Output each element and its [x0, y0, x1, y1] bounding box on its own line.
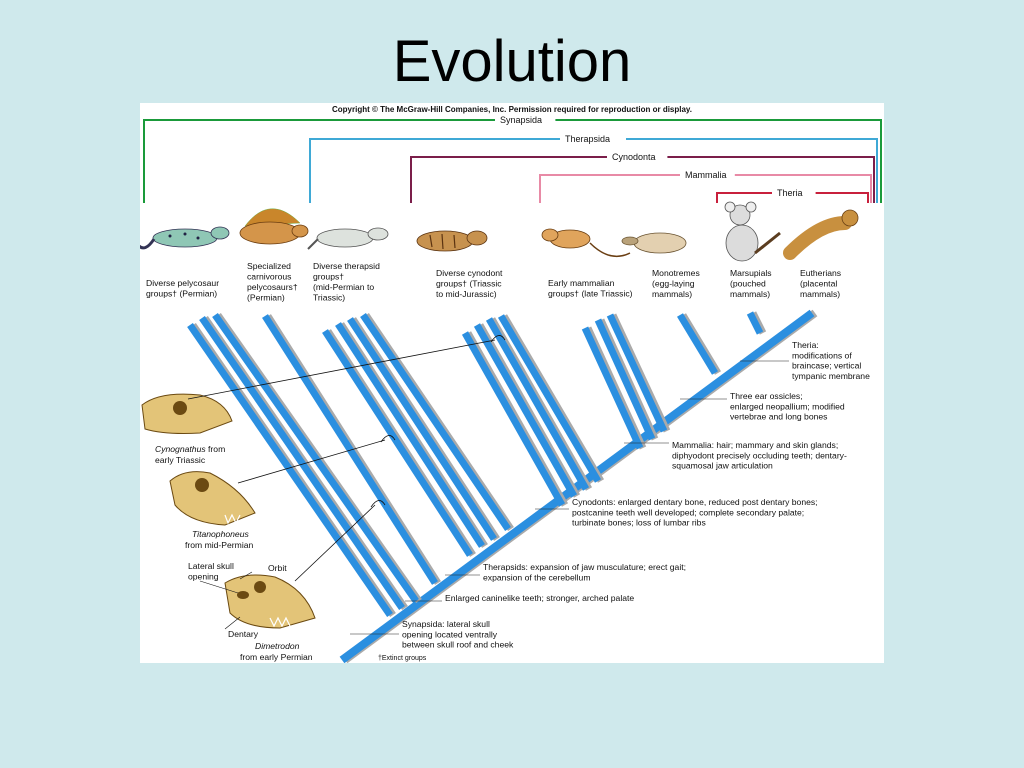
- cynognathus-skull: [141, 393, 233, 434]
- skull-label-orbit: Orbit: [268, 563, 287, 573]
- clade-label-bg: [772, 187, 816, 198]
- lineage-branch-16: [677, 313, 718, 375]
- skull-label-dentary: Dentary: [228, 629, 259, 639]
- platypus-illustration: [621, 232, 687, 254]
- skull-pointers: [187, 335, 506, 630]
- character-label-2: Three ear ossicles;enlarged neopallium; …: [730, 391, 845, 422]
- clade-label-bg: [560, 133, 626, 144]
- clade-label-therapsida: Therapsida: [565, 134, 610, 144]
- animal-illustrations: [140, 201, 859, 262]
- copyright-notice: Copyright © The McGraw-Hill Companies, I…: [331, 105, 693, 114]
- character-label-3: Mammalia: hair; mammary and skin glands;…: [672, 440, 847, 471]
- clade-label-bg: [680, 169, 735, 180]
- lineage-branch-15: [606, 313, 668, 433]
- clade-label-bg: [607, 151, 668, 162]
- character-label-6: Enlarged caninelike teeth; stronger, arc…: [445, 593, 634, 603]
- clade-label-bg: [495, 114, 556, 125]
- skull-illustrations: [141, 393, 316, 629]
- skull-caption-dimetrodon: from early Permian: [240, 652, 313, 662]
- character-label-5: Therapsids: expansion of jaw musculature…: [483, 562, 686, 582]
- skull-caption-cynognathus: Cynognathus from: [155, 444, 225, 454]
- lineage-branch-3: [212, 312, 419, 604]
- dimetrodon-skull: [224, 574, 316, 629]
- lineage-branch-8: [360, 313, 511, 531]
- skull-label-leader-2: [224, 616, 241, 630]
- skull-name-titanophoneus: Titanophoneus: [192, 529, 249, 539]
- pelycosaur-illustration: [140, 226, 230, 250]
- lineage-branch-17: [746, 311, 764, 335]
- clade-brackets: SynapsidaTherapsidaCynodontaMammaliaTher…: [143, 114, 882, 203]
- skull-name-dimetrodon: Dimetrodon: [255, 641, 300, 651]
- cladogram-svg: SynapsidaTherapsidaCynodontaMammaliaTher…: [140, 114, 882, 663]
- therapsid-illustration: [307, 227, 389, 250]
- footnote: †Extinct groups: [378, 655, 427, 662]
- lineage-branch-9: [461, 331, 566, 507]
- skull-label-leader-1: [239, 571, 253, 580]
- character-label-4: Cynodonts: enlarged dentary bone, reduce…: [572, 497, 818, 528]
- ferret-illustration: [783, 209, 859, 260]
- clade-bracket-synapsida: [143, 119, 882, 203]
- skull-caption-cynognathus-2: early Triassic: [155, 455, 206, 465]
- lineage-branch-14: [594, 318, 656, 441]
- main-trunk: [339, 309, 815, 663]
- lineage-branch-6: [335, 322, 485, 548]
- lineage-branch-10: [473, 323, 578, 498]
- clade-label-synapsida: Synapsida: [500, 115, 542, 125]
- skull-pointer-1: [187, 339, 496, 400]
- lineage-branch-11: [485, 317, 590, 491]
- dimetrodon-illustration: [239, 208, 309, 245]
- clade-label-mammalia: Mammalia: [685, 170, 727, 180]
- skull-pointer-3: [294, 504, 376, 582]
- koala-illustration: [724, 201, 781, 262]
- lineage-branch-13: [581, 326, 644, 450]
- cynodont-illustration: [416, 230, 488, 252]
- lineage-branch-2: [199, 316, 405, 610]
- lineage-branch-7: [347, 317, 497, 541]
- skull-label-leader-3: [199, 580, 239, 594]
- lineage-branch-4: [262, 314, 438, 585]
- clade-label-cynodonta: Cynodonta: [612, 152, 656, 162]
- skull-pointer-2: [237, 439, 386, 484]
- skull-caption-titanophoneus: from mid-Permian: [185, 540, 254, 550]
- skull-pointer-hook-2: [380, 435, 396, 443]
- slide-title: Evolution: [392, 29, 632, 94]
- clade-label-theria: Theria: [777, 188, 803, 198]
- titanophoneus-skull: [169, 471, 256, 526]
- skull-pointer-hook-1: [490, 335, 506, 343]
- early-mammal-illustration: [541, 228, 631, 258]
- lineage-branch-12: [497, 314, 602, 483]
- skull-pointer-hook-3: [370, 500, 386, 508]
- lineage-branch-1: [187, 323, 393, 617]
